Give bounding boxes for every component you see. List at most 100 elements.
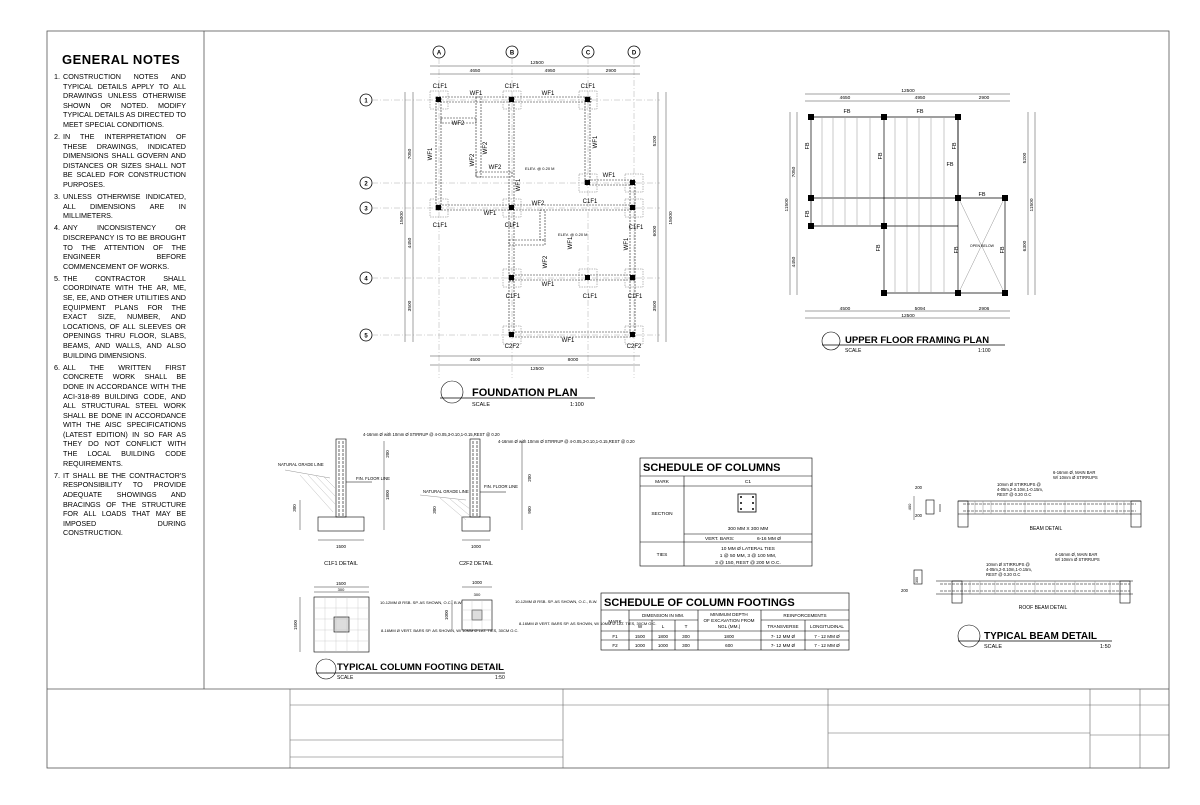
column-details: 4-16mm Ø with 10mm Ø STIRRUP @ 4-0.05,3-… xyxy=(278,432,635,567)
wall-label: WF2 xyxy=(452,121,465,127)
c2f2-width: 1000 xyxy=(471,544,482,549)
fp-dim-left-total: 15000 xyxy=(399,211,405,225)
uf-dim-bottom-total: 12500 xyxy=(901,313,915,319)
c1f1-dim-1800: 1800 xyxy=(385,489,390,500)
uf-dim-bottom-2: 5094 xyxy=(915,306,926,312)
dimension-lines xyxy=(404,65,667,366)
sf-h-mark: MARK xyxy=(608,619,622,624)
fp-dim-bottom-total: 12500 xyxy=(530,366,544,372)
wall-label: WF1 xyxy=(603,173,616,179)
beam-label-fb: FB xyxy=(876,244,882,251)
title-bubble xyxy=(821,331,841,351)
footing-label: C1F1 xyxy=(506,294,521,300)
uf-dim-left-1: 7050 xyxy=(791,166,797,177)
general-note-item: 3.UNLESS OTHERWISE INDICATED, ALL DIMENS… xyxy=(54,192,186,221)
typical-beam-detail: 200 200 400 6-16mm Ø, MAIN BAR W/ 10mm Ø… xyxy=(901,470,1142,650)
sf-h-l: L xyxy=(662,624,665,629)
c1f1-width: 1500 xyxy=(336,544,347,549)
general-note-item: 5.THE CONTRACTOR SHALL COORDINATE WITH T… xyxy=(54,274,186,360)
wall-label: WF2 xyxy=(489,165,502,171)
roof-beam-detail-label: ROOF BEAM DETAIL xyxy=(1019,605,1068,611)
sf-cell: 7- 12 MM Ø xyxy=(771,634,796,639)
uf-dim-right-total: 11500 xyxy=(1029,198,1035,211)
uf-dim-left-total: 11500 xyxy=(784,198,790,211)
note-number: 5. xyxy=(54,273,60,283)
framing-columns xyxy=(808,114,1008,296)
sf-h-depth-1: MINIMUM DEPTH xyxy=(710,612,748,617)
wall-label: WF1 xyxy=(542,282,555,288)
floor-joists xyxy=(821,118,1005,293)
footing-detail-scale-label: SCALE xyxy=(337,675,354,681)
uf-dim-right-2: 6300 xyxy=(1022,240,1028,251)
general-note-item: 1.CONSTRUCTION NOTES AND TYPICAL DETAILS… xyxy=(54,72,186,130)
note-text: ANY INCONSISTENCY OR DISCREPANCY IS TO B… xyxy=(63,223,186,271)
wall-label: WF1 xyxy=(562,338,575,344)
title-bubble xyxy=(440,380,464,404)
general-note-item: 6.ALL THE WRITTEN FIRST CONCRETE WORK SH… xyxy=(54,363,186,469)
upper-floor-scale: 1:100 xyxy=(978,348,991,354)
beam-detail-label: BEAM DETAIL xyxy=(1030,526,1063,532)
sf-h-depth-3: NGL (MM.) xyxy=(718,624,741,629)
c2f2-dim-200: 200 xyxy=(527,474,532,482)
grid-label-a: A xyxy=(437,51,442,57)
fp-dim-top-3: 2900 xyxy=(606,68,617,74)
roof-dim-300: 300 xyxy=(915,577,919,583)
wall-label: WF2 xyxy=(543,255,549,268)
sf-cell: 1800 xyxy=(658,634,669,639)
uf-dim-top-3: 2900 xyxy=(979,95,990,101)
sc-size: 300 MM X 300 MM xyxy=(728,526,769,532)
beam-detail-title: TYPICAL BEAM DETAIL xyxy=(984,631,1097,642)
note-number: 3. xyxy=(54,192,60,202)
title-bubble xyxy=(957,624,981,648)
beam-detail-scale-label: SCALE xyxy=(984,644,1002,650)
title-block xyxy=(289,689,1169,768)
fin-floor-label: FIN. FLOOR LINE xyxy=(356,476,390,481)
beam-label-fb: FB xyxy=(878,152,884,159)
note-number: 6. xyxy=(54,362,60,372)
elevation-note: ELEV. @ 0.20 M xyxy=(558,232,587,237)
wall-label: WF1 xyxy=(516,178,522,191)
general-note-item: 4.ANY INCONSISTENCY OR DISCREPANCY IS TO… xyxy=(54,223,186,271)
footing-detail-scale: 1:50 xyxy=(495,675,505,681)
sc-ties-3: 3 @ 150, REST @ 200 M O.C. xyxy=(715,560,781,566)
grid-label-4: 4 xyxy=(364,277,368,283)
c2f2-dim-900: 900 xyxy=(527,506,532,514)
schedule-footings-title: SCHEDULE OF COLUMN FOOTINGS xyxy=(604,597,795,609)
grid-bubbles-columns xyxy=(432,45,641,59)
f2-dim-left: 1000 xyxy=(444,609,449,620)
typical-column-footing-detail: 1500 300 1500 10-12MM Ø RSB. SP. AS SHOW… xyxy=(293,580,657,681)
footing-label: C1F1 xyxy=(581,84,596,90)
sf-cell: 300 xyxy=(682,634,690,639)
beam-detail-scale: 1:50 xyxy=(1100,644,1111,650)
uf-dim-bottom-1: 4500 xyxy=(840,306,851,312)
footing-label: C1F1 xyxy=(433,84,448,90)
wall-label: WF1 xyxy=(624,237,630,250)
f1-dim-sub: 300 xyxy=(338,587,345,592)
foundation-plan-scale-label: SCALE xyxy=(472,402,490,408)
wall-label: WF1 xyxy=(484,211,497,217)
beam-label-fb: FB xyxy=(843,109,850,115)
beam-label-fb: FB xyxy=(916,109,923,115)
upper-floor-scale-label: SCALE xyxy=(845,348,862,354)
footing-label: C2F2 xyxy=(627,344,642,350)
stirrups-note: REST @ 0.20 O.C xyxy=(986,572,1020,577)
beam-label-fb: FB xyxy=(805,142,811,149)
grid-label-3: 3 xyxy=(364,207,368,213)
sf-h-trans: TRANSVERSE xyxy=(767,624,798,629)
beam-label-fb: FB xyxy=(952,142,958,149)
fp-dim-bottom-2: 8000 xyxy=(568,357,579,363)
f1-dim-top: 1500 xyxy=(336,581,347,586)
sf-cell: F1 xyxy=(612,634,618,639)
sf-h-depth-2: OF EXCAVATION FROM xyxy=(703,618,754,623)
beam-label-fb: FB xyxy=(954,246,960,253)
footing-label: C1F1 xyxy=(505,84,520,90)
column-marks xyxy=(436,97,635,337)
stirrups-note: 10mm Ø STIRRUPS @ xyxy=(997,482,1041,487)
sf-cell: 1000 xyxy=(635,643,646,648)
schedule-of-columns: SCHEDULE OF COLUMNS MARK C1 SECTION 300 … xyxy=(639,457,813,567)
f1-dim-left: 1500 xyxy=(293,619,298,630)
foundation-plan: A B C D 1 2 3 4 5 xyxy=(359,45,674,408)
sc-mark-value: C1 xyxy=(745,479,751,485)
roof-dim-200: 200 xyxy=(901,588,909,593)
